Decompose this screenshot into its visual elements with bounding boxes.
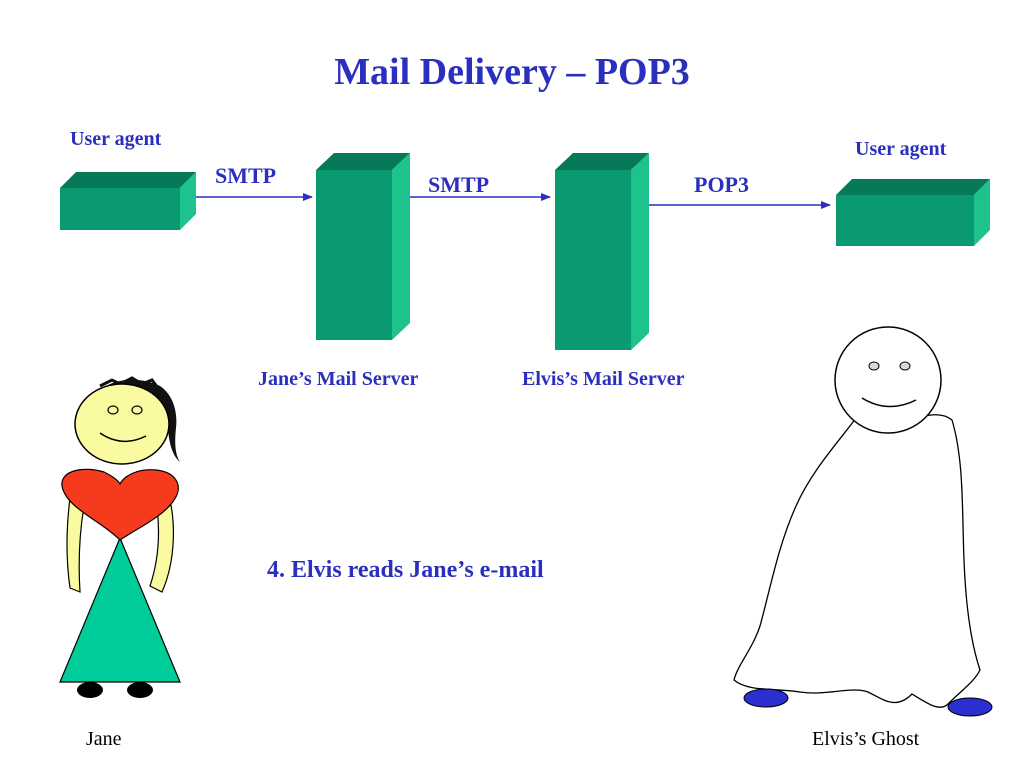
right-user-agent-label: User agent xyxy=(855,138,947,160)
jane-caption: Jane xyxy=(86,728,122,750)
elvis-server-label: Elvis’s Mail Server xyxy=(522,368,685,390)
ghost-figure xyxy=(733,326,993,717)
slide-title: Mail Delivery – POP3 xyxy=(334,51,690,93)
ghost-head xyxy=(834,326,942,434)
elvis-mail-server xyxy=(555,153,649,350)
jane-left-foot xyxy=(77,682,103,698)
jane-server-label: Jane’s Mail Server xyxy=(258,368,419,390)
pop3-label: POP3 xyxy=(694,172,749,197)
ghost-left-foot xyxy=(743,688,789,708)
jane-heart xyxy=(61,468,179,541)
jane-figure xyxy=(59,376,181,698)
jane-left-arm xyxy=(66,497,85,593)
jane-face xyxy=(74,383,170,465)
jane-dress xyxy=(59,536,181,683)
ghost-right-foot xyxy=(947,697,993,717)
ghost-caption: Elvis’s Ghost xyxy=(812,728,920,750)
left-user-agent-label: User agent xyxy=(70,128,162,150)
ghost-body xyxy=(733,414,981,708)
left-user-agent-box xyxy=(60,172,196,230)
smtp-label-1: SMTP xyxy=(215,163,277,188)
step-text: 4. Elvis reads Jane’s e-mail xyxy=(267,557,544,583)
smtp-label-2: SMTP xyxy=(428,172,490,197)
jane-right-arm xyxy=(149,491,174,593)
jane-right-foot xyxy=(127,682,153,698)
right-user-agent-box xyxy=(836,179,990,246)
jane-mail-server xyxy=(316,153,410,340)
